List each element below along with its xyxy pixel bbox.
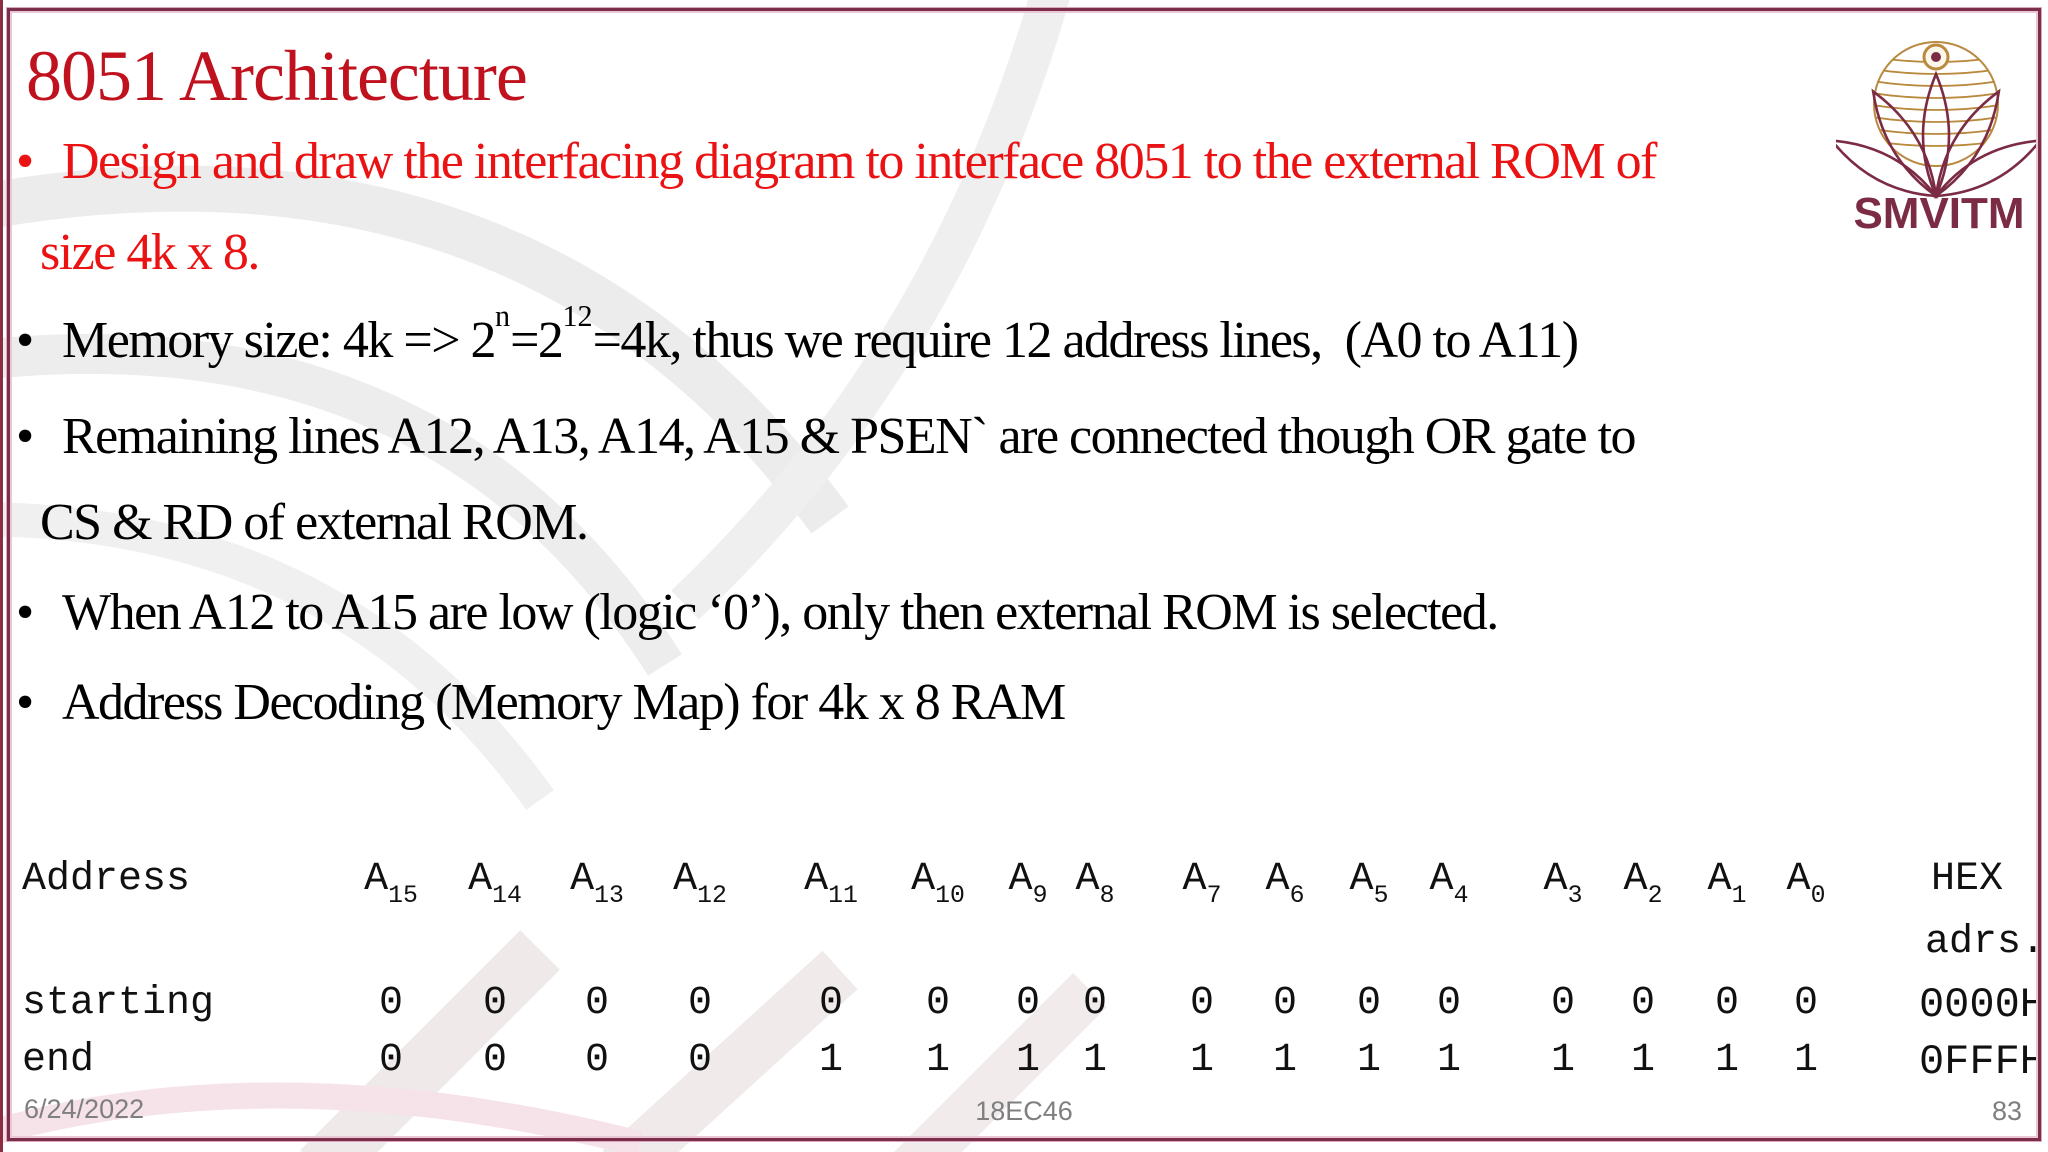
hex-value-end: 0FFFH (1918, 1038, 2045, 1086)
row-label-starting: starting (22, 981, 215, 1026)
bit-header: A13 (570, 857, 624, 911)
bit-cell: 0 (378, 1038, 403, 1083)
bit-cell: 0 (482, 1038, 507, 1083)
table-corner-label: Address (22, 857, 191, 902)
bullet-text: Remaining lines A12, A13, A14, A15 & PSE… (62, 408, 1637, 465)
bit-cell: 0 (584, 981, 609, 1026)
bit-cell: 1 (1630, 1038, 1655, 1083)
bit-header: A7 (1182, 857, 1222, 911)
hex-value-starting: 0000H (1918, 981, 2045, 1029)
hex-column-header-line2: adrs. (1924, 920, 2045, 965)
bullet-design-line2: size 4k x 8. (40, 224, 260, 282)
page-title: 8051 Architecture (26, 36, 528, 116)
bit-cell: 0 (687, 981, 712, 1026)
bullet-text: size 4k x 8. (40, 224, 260, 281)
bullet-marker: • (16, 584, 34, 641)
logo-text: SMVITM (1853, 189, 2024, 238)
bit-cell: 1 (925, 1038, 950, 1083)
bullet-when-low: • When A12 to A15 are low (logic ‘0’), on… (16, 584, 1499, 642)
bit-cell: 1 (1272, 1038, 1297, 1083)
bit-cell: 0 (1793, 981, 1818, 1026)
bit-cell: 1 (818, 1038, 843, 1083)
bullet-marker: • (16, 133, 34, 190)
bullet-text: =2 (510, 312, 564, 369)
row-label-end: end (22, 1038, 95, 1083)
bit-header: A10 (911, 857, 965, 911)
bit-header: A6 (1265, 857, 1305, 911)
bullet-text: When A12 to A15 are low (logic ‘0’), onl… (62, 584, 1499, 641)
hex-column-header: HEX (1930, 857, 2003, 902)
left-edge-line (0, 0, 3, 1152)
bullet-text: Design and draw the interfacing diagram … (62, 133, 1657, 190)
bit-cell: 0 (1714, 981, 1739, 1026)
bit-cell: 0 (1436, 981, 1461, 1026)
bit-cell: 0 (1082, 981, 1107, 1026)
bit-header: A8 (1075, 857, 1115, 911)
bit-cell: 0 (1272, 981, 1297, 1026)
bit-cell: 0 (1189, 981, 1214, 1026)
bit-header: A15 (364, 857, 418, 911)
bit-cell: 0 (584, 1038, 609, 1083)
bit-header: A3 (1543, 857, 1583, 911)
bit-header: A0 (1786, 857, 1826, 911)
bullet-marker: • (16, 408, 34, 465)
footer-date: 6/24/2022 (24, 1094, 145, 1124)
bit-header: A1 (1707, 857, 1747, 911)
bit-cell: 0 (818, 981, 843, 1026)
superscript-n: n (495, 299, 511, 334)
bit-cell: 1 (1015, 1038, 1040, 1083)
bullet-text: =4k, thus we require 12 address lines, (… (592, 312, 1579, 369)
bullet-text: Address Decoding (Memory Map) for 4k x 8… (62, 674, 1066, 731)
bit-header: A14 (468, 857, 522, 911)
bit-cell: 1 (1082, 1038, 1107, 1083)
bit-cell: 1 (1436, 1038, 1461, 1083)
bit-header: A11 (804, 857, 858, 911)
footer-page-number: 83 (1991, 1096, 2022, 1126)
bit-cell: 0 (378, 981, 403, 1026)
bit-cell: 0 (1630, 981, 1655, 1026)
bit-header: A2 (1623, 857, 1663, 911)
bit-header: A5 (1349, 857, 1389, 911)
bit-cell: 1 (1550, 1038, 1575, 1083)
bullet-memory-size: • Memory size: 4k => 2n=212=4k, thus we r… (16, 299, 1579, 370)
bit-cell: 1 (1793, 1038, 1818, 1083)
bit-header: A4 (1429, 857, 1469, 911)
bit-header: A9 (1008, 857, 1048, 911)
footer-course-code: 18EC46 (975, 1096, 1073, 1126)
superscript-12: 12 (562, 299, 593, 334)
bit-cell: 0 (1356, 981, 1381, 1026)
bit-cell: 1 (1714, 1038, 1739, 1083)
bit-cell: 1 (1356, 1038, 1381, 1083)
bit-cell: 0 (1015, 981, 1040, 1026)
bullet-address-decoding: • Address Decoding (Memory Map) for 4k x … (16, 674, 1066, 732)
bullet-marker: • (16, 312, 34, 369)
smvitm-logo: SMVITM (1836, 41, 2042, 238)
bit-cell: 1 (1189, 1038, 1214, 1083)
bullet-design-line1: • Design and draw the interfacing diagram… (16, 133, 1657, 191)
bullet-remaining-lines-line1: • Remaining lines A12, A13, A14, A15 & PS… (16, 408, 1637, 466)
bullet-text: Memory size: 4k => 2 (62, 312, 497, 369)
bit-header: A12 (673, 857, 727, 911)
bit-cell: 0 (925, 981, 950, 1026)
bullet-text: CS & RD of external ROM. (40, 494, 589, 551)
bit-cell: 0 (1550, 981, 1575, 1026)
bullet-marker: • (16, 674, 34, 731)
bullet-remaining-lines-line2: CS & RD of external ROM. (40, 494, 589, 552)
bit-cell: 0 (687, 1038, 712, 1083)
bit-cell: 0 (482, 981, 507, 1026)
